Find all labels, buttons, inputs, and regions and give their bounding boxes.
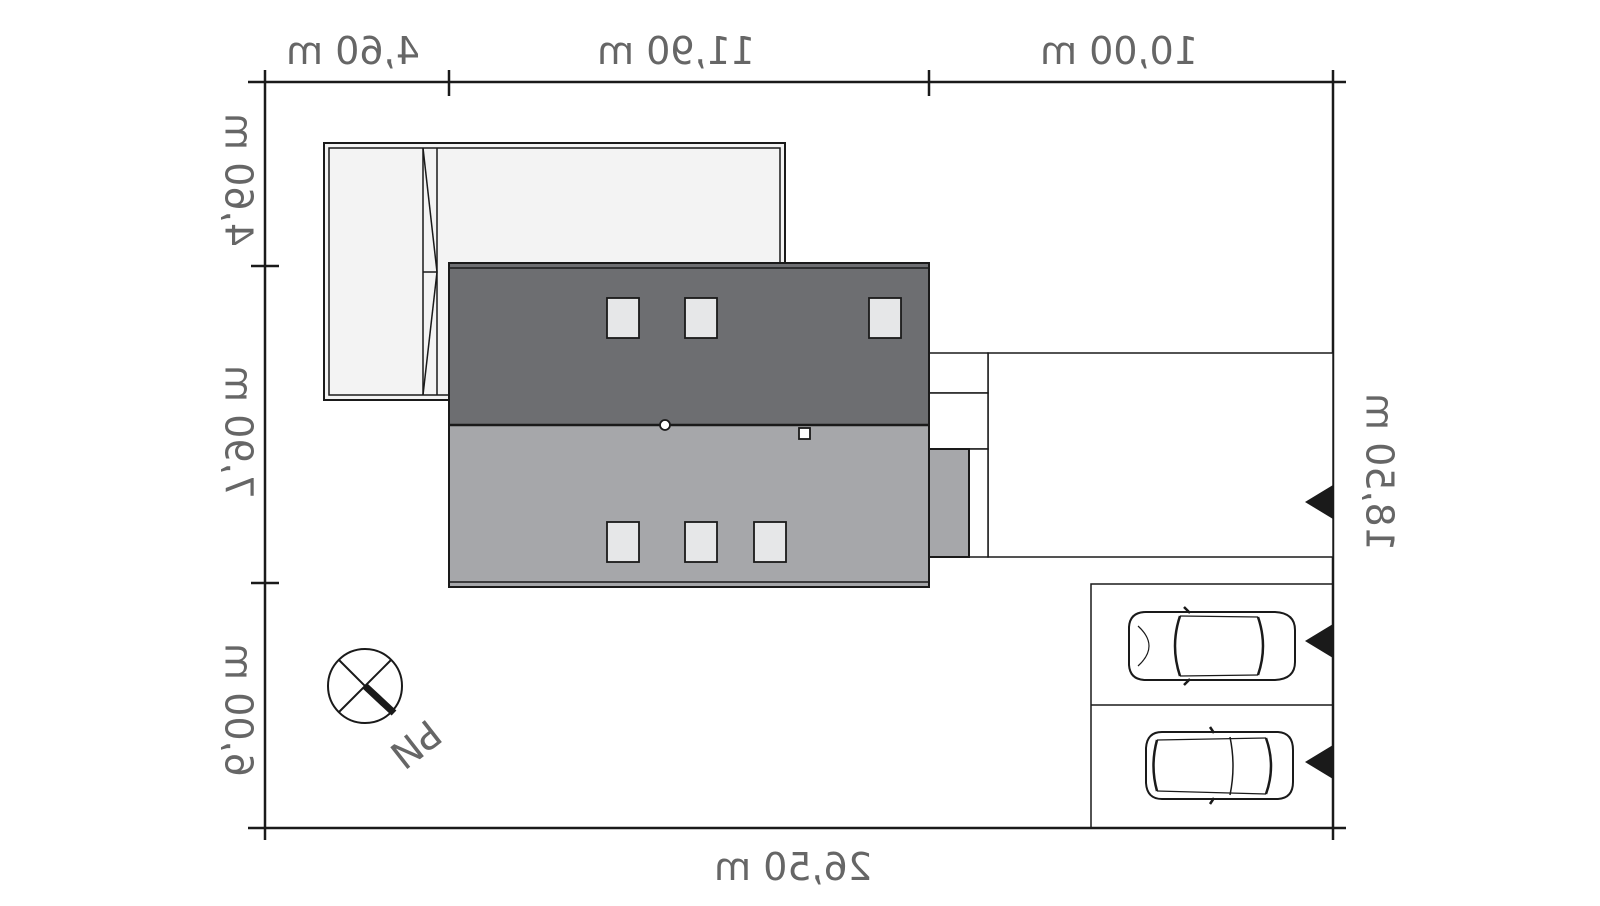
entrance-arrow-icon (1305, 485, 1333, 519)
dim-top-3: 10,00 m (1040, 29, 1198, 73)
roof-window (606, 521, 640, 563)
entrance-arrow-icon (1305, 624, 1333, 658)
parking (1090, 583, 1334, 829)
dimension-labels: 4,60 m 11,90 m 10,00 m 26,50 m 4,60 m 7,… (217, 29, 1402, 889)
dim-left-2: 7,90 m (217, 365, 261, 499)
entrance-markers (1305, 485, 1333, 779)
chimney-round (659, 419, 671, 431)
roof-window (753, 521, 787, 563)
dim-right: 18,50 m (1358, 393, 1402, 551)
driveway (928, 352, 1334, 558)
roof-window (684, 297, 718, 339)
driveway-area (987, 352, 1334, 558)
compass-label: PN (382, 711, 450, 777)
annex-middle (928, 392, 989, 450)
dim-top-2: 11,90 m (597, 29, 755, 73)
dim-left-3: 6,00 m (217, 643, 261, 777)
dim-bottom: 26,50 m (714, 845, 872, 889)
car-hatchback-icon (1145, 726, 1294, 805)
dim-left-1: 4,60 m (217, 113, 261, 247)
roof-window (868, 297, 902, 339)
entrance-arrow-icon (1305, 745, 1333, 779)
roof-light-slope (448, 424, 930, 588)
chimney-square (798, 427, 811, 440)
extension-fold (422, 271, 438, 396)
compass-icon (327, 648, 403, 724)
parking-area (1090, 583, 1334, 829)
annex-upper (928, 352, 989, 394)
main-house (448, 262, 930, 588)
extension-fold (422, 147, 438, 273)
car-sedan-icon (1128, 606, 1296, 686)
roof-window (684, 521, 718, 563)
roof-window (606, 297, 640, 339)
roof-dark-slope (448, 262, 930, 426)
porch-roof (928, 448, 970, 558)
dim-top-1: 4,60 m (286, 29, 420, 73)
